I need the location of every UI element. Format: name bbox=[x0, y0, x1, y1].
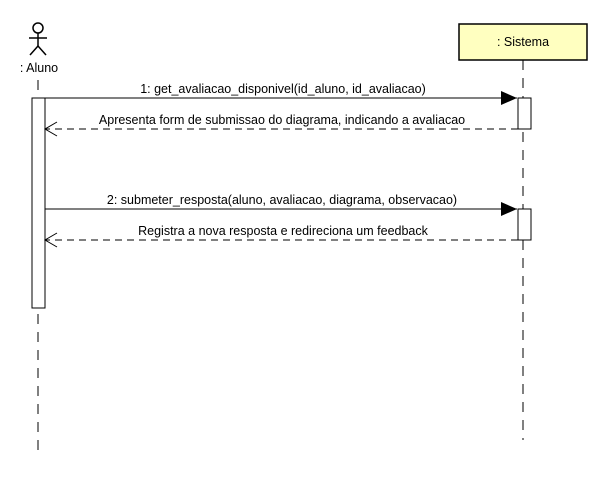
return-message-2[interactable]: Registra a nova resposta e redireciona u… bbox=[44, 224, 518, 248]
message-2[interactable]: 2: submeter_resposta(aluno, avaliacao, d… bbox=[45, 193, 517, 216]
actor-aluno[interactable]: : Aluno bbox=[20, 22, 58, 75]
return-1-open-arrowhead bbox=[44, 121, 58, 137]
stick-figure-actor-icon bbox=[29, 22, 47, 56]
message-2-label: 2: submeter_resposta(aluno, avaliacao, d… bbox=[107, 193, 457, 207]
return-2-open-arrowhead bbox=[44, 232, 58, 248]
system-activation-bar-2 bbox=[517, 208, 532, 241]
message-1-label: 1: get_avaliacao_disponivel(id_aluno, id… bbox=[140, 82, 426, 96]
actor-activation-bar bbox=[31, 97, 46, 309]
system-activation-bar-1 bbox=[517, 97, 532, 130]
participant-sistema-label: : Sistema bbox=[497, 35, 549, 49]
participant-sistema[interactable]: : Sistema bbox=[458, 23, 588, 61]
participant-sistema-box bbox=[458, 23, 588, 61]
return-message-1-label: Apresenta form de submissao do diagrama,… bbox=[99, 113, 465, 127]
actor-label: : Aluno bbox=[20, 61, 58, 75]
return-message-2-label: Registra a nova resposta e redireciona u… bbox=[138, 224, 428, 238]
message-1[interactable]: 1: get_avaliacao_disponivel(id_aluno, id… bbox=[45, 82, 517, 105]
return-message-1[interactable]: Apresenta form de submissao do diagrama,… bbox=[44, 113, 518, 137]
